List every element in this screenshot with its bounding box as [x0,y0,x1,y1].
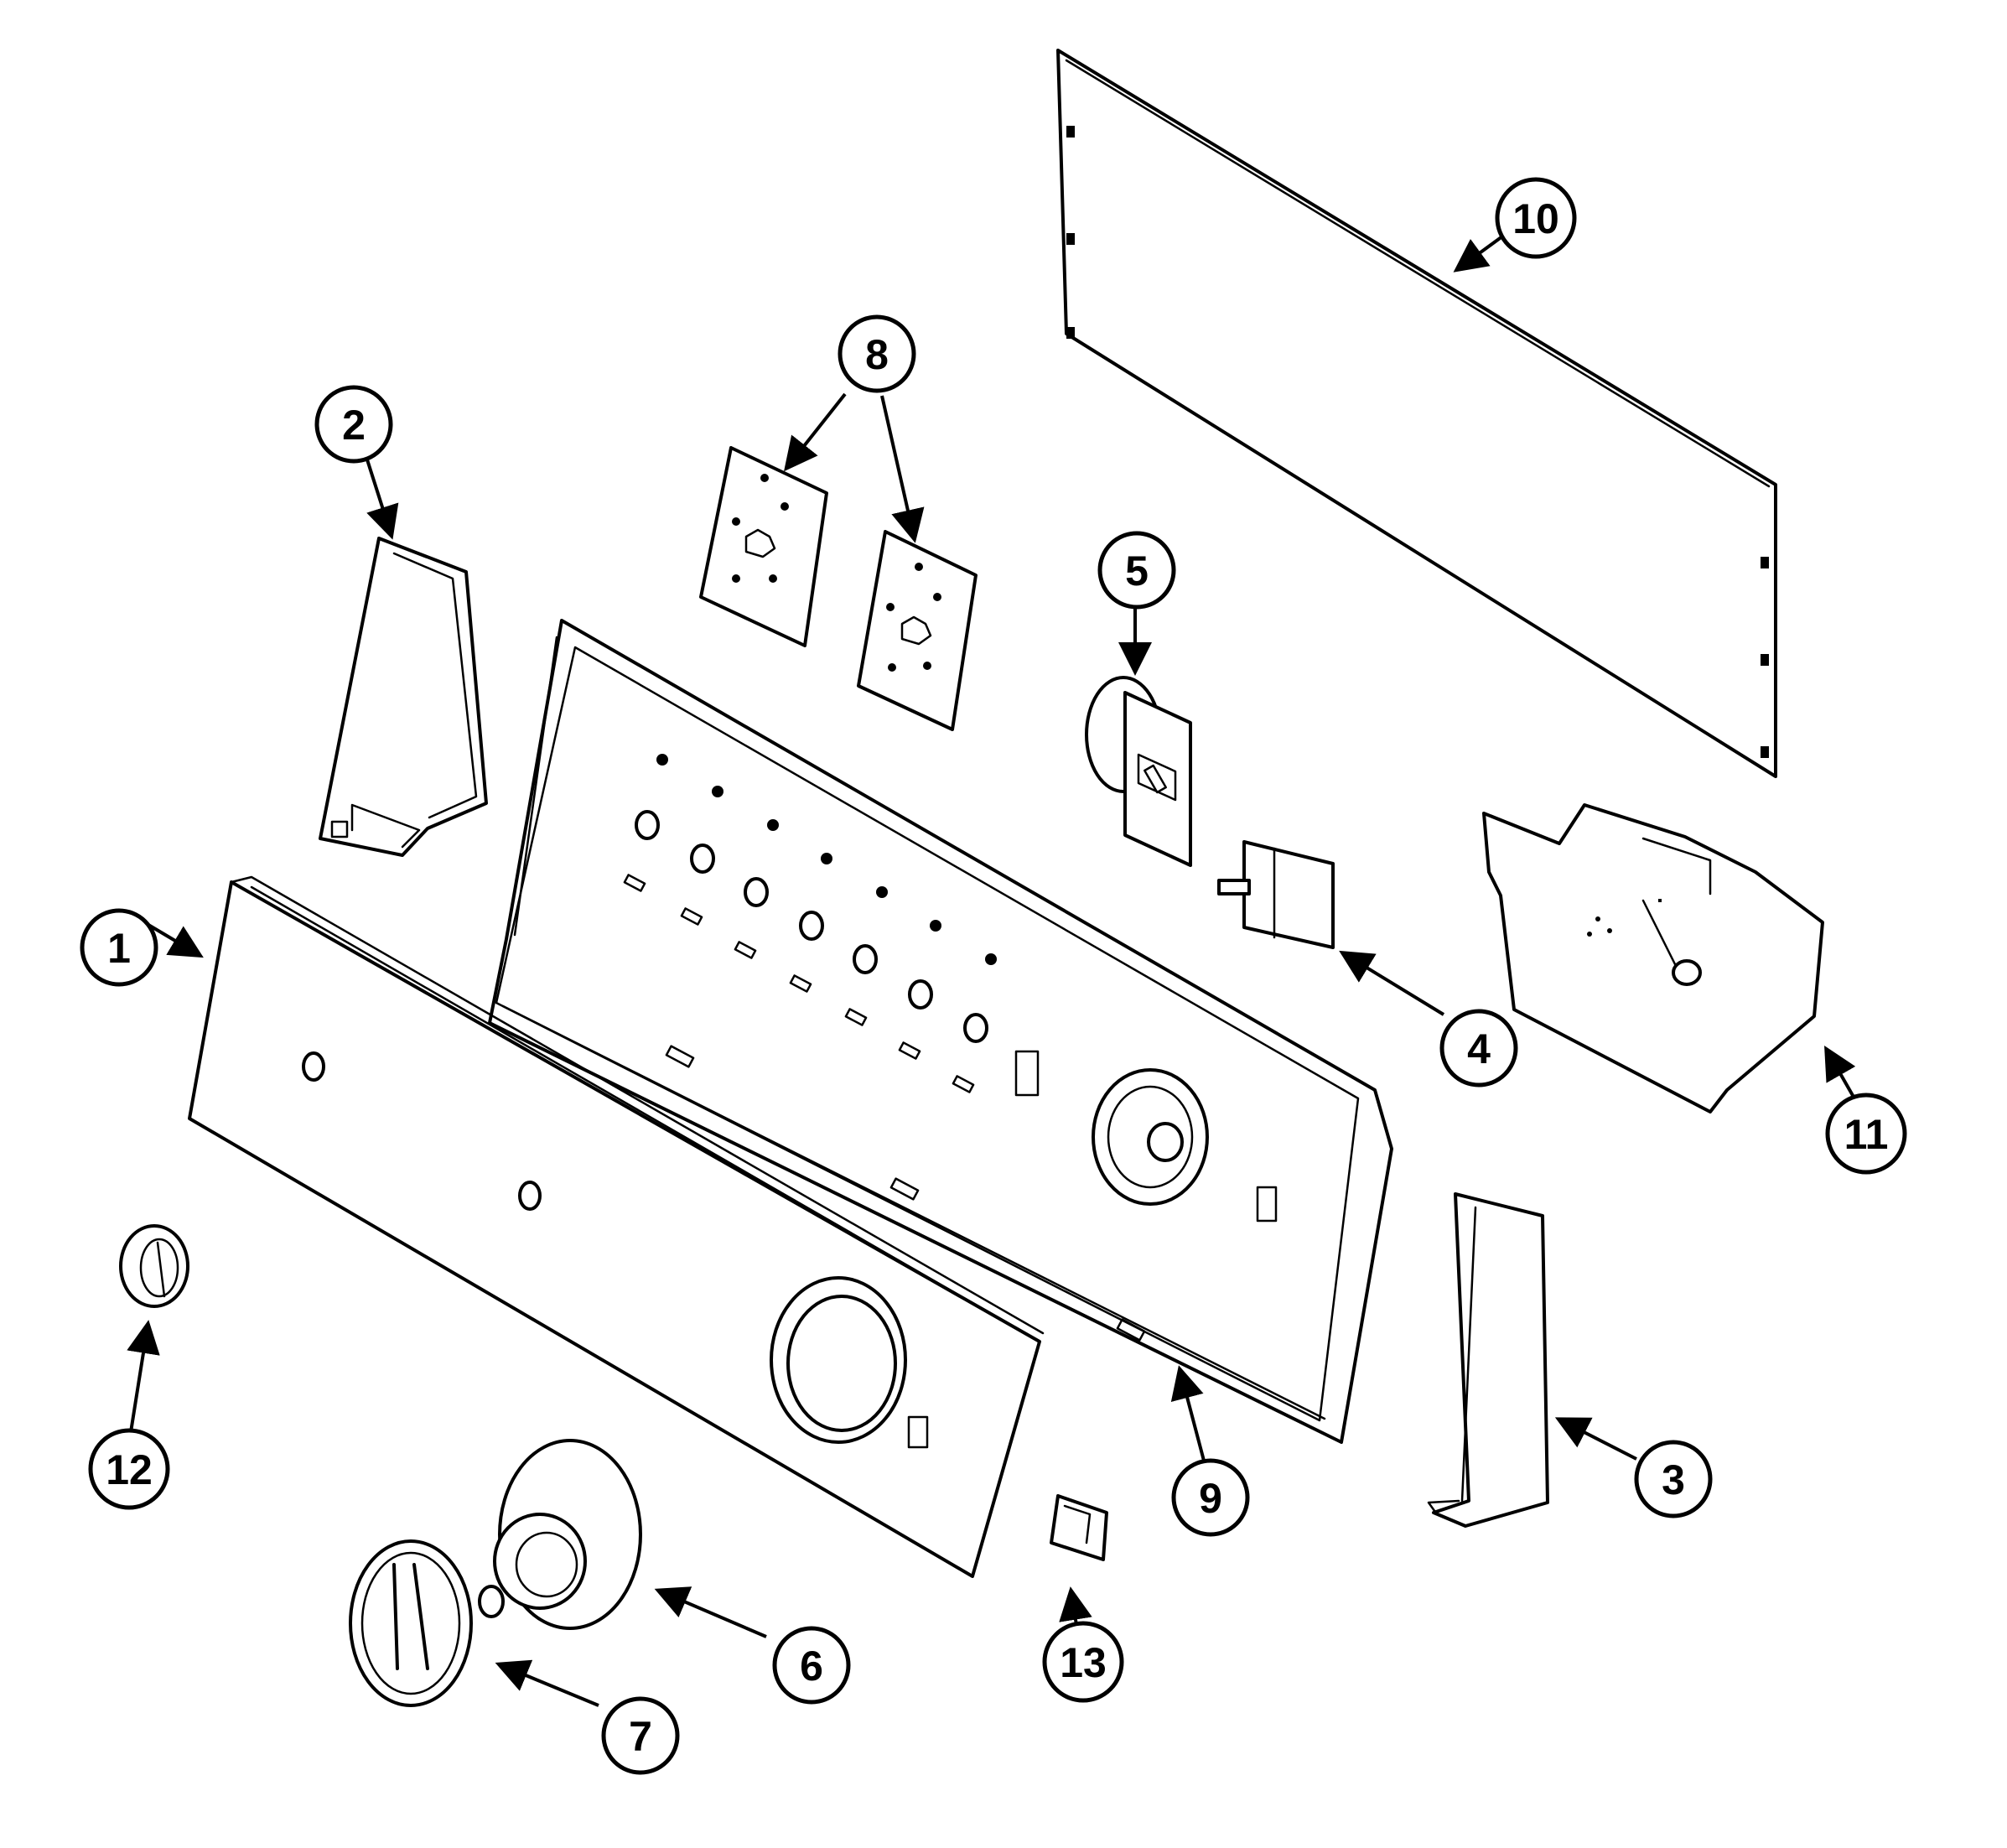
part-switch-plate-left [699,446,828,647]
callout-label: 2 [342,402,366,449]
part-switch [1217,840,1335,949]
part-right-end-cap [1427,1192,1549,1528]
callout-label: 9 [1199,1475,1222,1522]
part-small-knob [119,1224,189,1308]
part-control-panel [488,619,1393,1444]
callout-label: 8 [865,331,889,378]
callout-label: 13 [1060,1639,1107,1686]
part-front-console [188,875,1045,1578]
part-switch-plate-right [857,530,978,731]
callout-label: 10 [1512,195,1559,242]
part-rear-panel [1056,49,1777,778]
callout-1: 1 [80,908,158,987]
callout-label: 1 [107,925,131,972]
callout-9: 9 [1171,1458,1250,1537]
callout-12: 12 [88,1428,170,1510]
part-knob-skirt [493,1439,642,1630]
part-timer-knob [349,1539,505,1707]
callout-label: 7 [629,1713,652,1760]
part-thermostat [1085,676,1192,867]
callout-4: 4 [1439,1009,1518,1088]
callout-13: 13 [1042,1621,1124,1703]
callout-10: 10 [1495,177,1577,259]
callout-6: 6 [772,1626,851,1705]
callout-label: 4 [1467,1025,1491,1072]
callout-label: 12 [106,1446,153,1493]
callout-2: 2 [314,385,393,464]
callout-label: 3 [1662,1456,1685,1503]
callout-label: 5 [1125,548,1149,594]
callout-5: 5 [1097,531,1176,610]
callout-8: 8 [838,314,916,393]
callout-7: 7 [601,1696,680,1775]
callout-11: 11 [1825,1093,1907,1175]
part-small-switch [1050,1494,1108,1561]
part-left-end-cap [319,537,488,857]
callout-label: 11 [1844,1111,1889,1158]
leader-lines [127,235,1856,1707]
callout-3: 3 [1634,1440,1713,1518]
callout-label: 6 [800,1643,823,1690]
part-timer [1482,803,1824,1113]
